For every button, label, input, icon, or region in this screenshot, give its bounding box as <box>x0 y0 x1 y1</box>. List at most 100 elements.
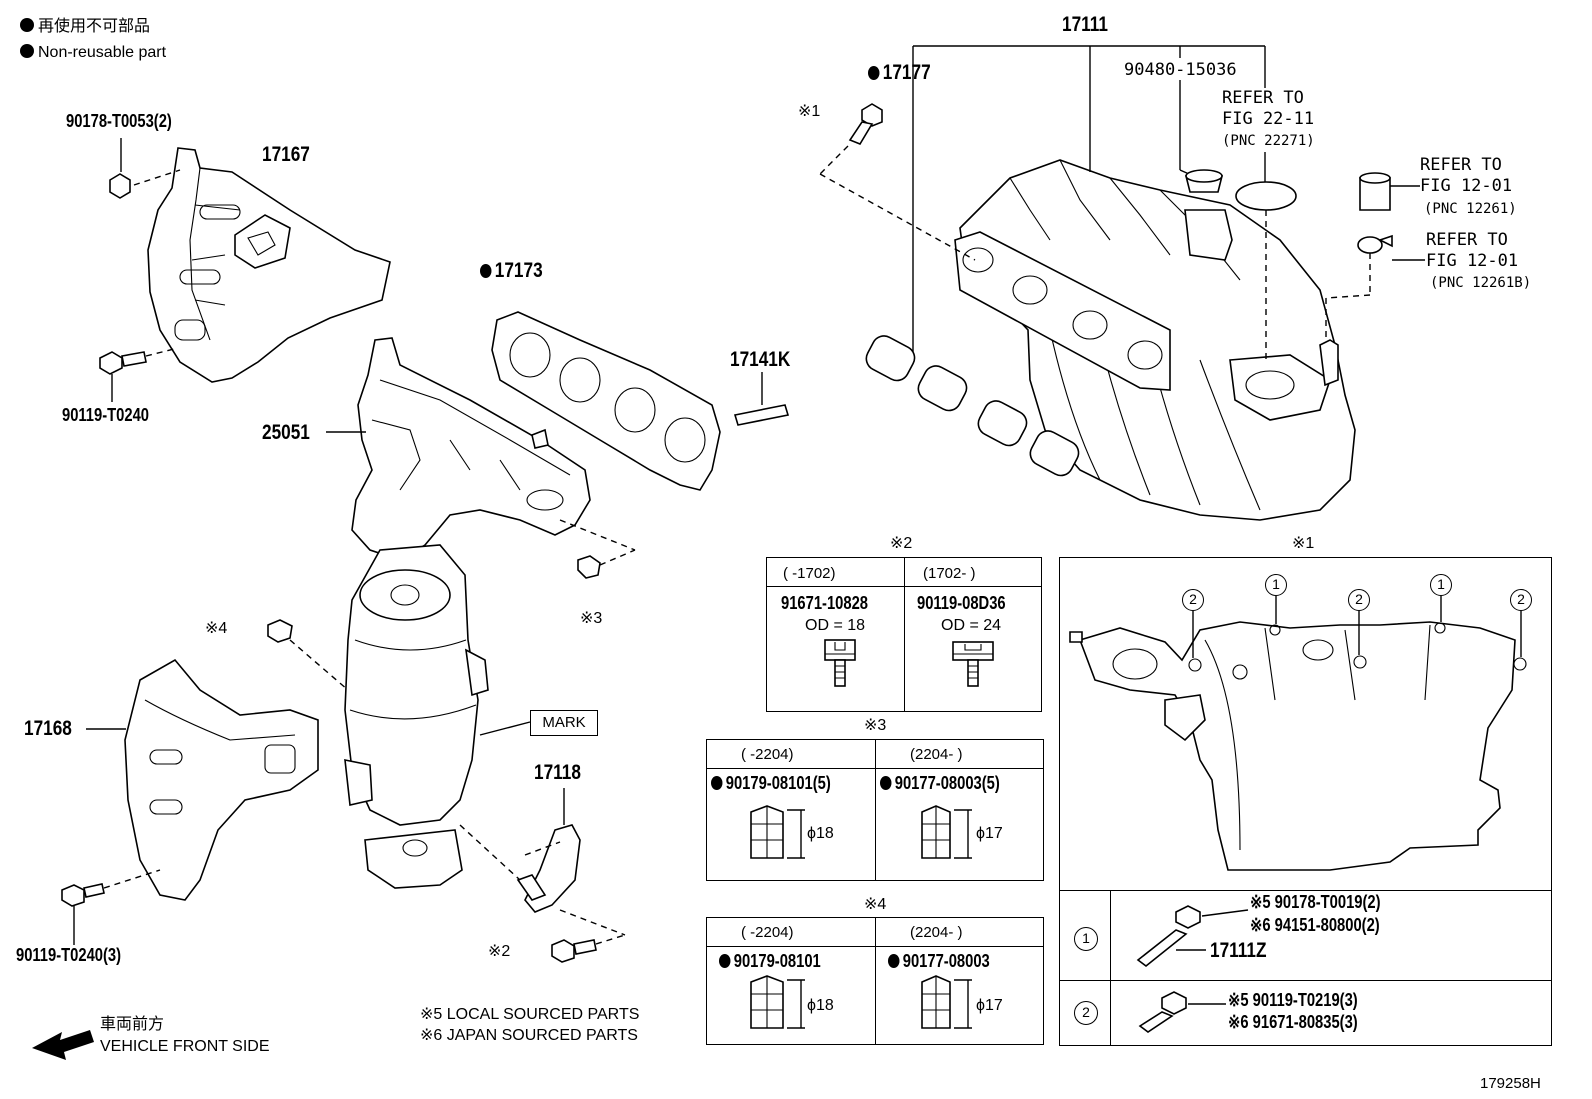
exhaust-gasket <box>491 311 721 491</box>
table4-part-text: 90179-08101 <box>733 951 821 971</box>
table2-od: OD = 24 <box>941 617 1002 634</box>
row1-number: 1 <box>1074 927 1098 951</box>
bolt-ref2 <box>551 909 626 963</box>
bolt-row1 <box>1136 905 1249 968</box>
legend-en-text: Non-reusable part <box>38 44 167 61</box>
bullet-icon <box>719 954 731 968</box>
front-en: VEHICLE FRONT SIDE <box>100 1038 270 1055</box>
table2-range: ( -1702) <box>783 565 836 582</box>
bracket-17118 <box>459 788 581 913</box>
o-ring <box>1235 181 1297 211</box>
table3-col2: (2204- ) 90177-08003(5) ϕ17 <box>876 740 1043 880</box>
bullet-icon <box>711 776 723 790</box>
table1-title: ※1 <box>1292 535 1315 552</box>
row2-number: 2 <box>1074 1001 1098 1025</box>
table4-dia: ϕ18 <box>807 997 834 1014</box>
bolt-90119-lower <box>61 869 161 945</box>
intake-manifold <box>954 159 1356 521</box>
bullet-icon <box>888 954 900 968</box>
clip-12261b <box>1325 234 1425 340</box>
table3-range: (2204- ) <box>910 746 963 763</box>
nut-ref4 <box>267 619 349 691</box>
table2-title: ※2 <box>890 535 913 552</box>
table3-range: ( -2204) <box>741 746 794 763</box>
ref1-label: ※1 <box>798 103 821 120</box>
refer3-line1: REFER TO <box>1426 230 1508 250</box>
bolt-figure <box>824 639 856 687</box>
ref4-label: ※4 <box>205 620 228 637</box>
callout-2: 2 <box>1348 589 1370 611</box>
figure-id: 179258H <box>1480 1075 1541 1092</box>
label-17118: 17118 <box>534 761 581 784</box>
bolt-ref1 <box>819 103 976 261</box>
label-90119-b: 90119-T0240(3) <box>16 945 122 965</box>
bullet-icon <box>880 776 892 790</box>
stud-bolt <box>733 372 790 426</box>
table3: ( -2204) 90179-08101(5) ϕ18 (2204- ) 901… <box>706 739 1044 881</box>
callout-1: 1 <box>1430 574 1452 596</box>
label-17168: 17168 <box>24 717 72 740</box>
note-6: ※6 JAPAN SOURCED PARTS <box>420 1027 638 1044</box>
bolt-row2 <box>1138 991 1226 1033</box>
callout-2: 2 <box>1510 589 1532 611</box>
row1-part-b: ※6 94151-80800(2) <box>1250 915 1380 935</box>
ref2-label: ※2 <box>488 943 511 960</box>
label-17177: 17177 <box>868 62 931 83</box>
bolt-figure <box>952 641 994 687</box>
bullet-icon <box>480 264 492 278</box>
table2-range: (1702- ) <box>923 565 976 582</box>
table4-col2: (2204- ) 90177-08003 ϕ17 <box>876 918 1043 1044</box>
table4-part-text: 90177-08003 <box>902 951 990 971</box>
refer2-line3: (PNC 12261) <box>1424 201 1517 217</box>
bullet-icon <box>868 66 880 80</box>
hose-12261 <box>1359 172 1420 211</box>
refer1-line1: REFER TO <box>1222 88 1304 108</box>
table3-title: ※3 <box>864 717 887 734</box>
label-90178: 90178-T0053(2) <box>66 111 172 131</box>
bolt-90119 <box>99 347 179 402</box>
legend-jp-text: 再使用不可部品 <box>38 18 151 35</box>
label-17167: 17167 <box>262 143 310 166</box>
table2-col1: ( -1702) 91671-10828 OD = 18 <box>767 558 905 711</box>
heat-insulator-lower <box>124 658 319 901</box>
table4-title: ※4 <box>864 896 887 913</box>
table4-range: (2204- ) <box>910 924 963 941</box>
callout-1: 1 <box>1265 574 1287 596</box>
ref3-label: ※3 <box>580 610 603 627</box>
table4-part: 90179-08101 <box>719 952 821 970</box>
table4-range: ( -2204) <box>741 924 794 941</box>
label-17173: 17173 <box>480 260 543 281</box>
table3-dia: ϕ17 <box>976 825 1003 842</box>
row1-part-c: 17111Z <box>1210 939 1267 962</box>
nut-ref3 <box>559 519 636 579</box>
nut-figure <box>921 975 972 1029</box>
table2-od: OD = 18 <box>805 617 866 634</box>
table4-dia: ϕ17 <box>976 997 1003 1014</box>
bullet-icon <box>20 44 34 58</box>
nut-figure <box>750 975 805 1029</box>
refer1-line3: (PNC 22271) <box>1222 133 1315 149</box>
note-5: ※5 LOCAL SOURCED PARTS <box>420 1006 640 1023</box>
exhaust-manifold <box>351 337 591 561</box>
table2: ( -1702) 91671-10828 OD = 18 (1702- ) 90… <box>766 557 1042 712</box>
nut-figure <box>750 805 805 859</box>
table2-part: 91671-10828 <box>781 593 869 613</box>
callout-2: 2 <box>1182 589 1204 611</box>
table3-col1: ( -2204) 90179-08101(5) ϕ18 <box>707 740 876 880</box>
table3-dia: ϕ18 <box>807 825 834 842</box>
label-17141k: 17141K <box>730 348 791 371</box>
label-17177-text: 17177 <box>882 61 931 84</box>
table3-part-text: 90179-08101(5) <box>725 773 831 793</box>
label-90119-a: 90119-T0240 <box>62 405 149 425</box>
refer3-line3: (PNC 12261B) <box>1430 275 1532 291</box>
refer3-line2: FIG 12-01 <box>1426 251 1519 271</box>
table4-part: 90177-08003 <box>888 952 990 970</box>
legend-jp: 再使用不可部品 <box>20 18 150 35</box>
table2-part: 90119-08D36 <box>917 593 1006 613</box>
bullet-icon <box>20 18 34 32</box>
front-arrow <box>32 1030 94 1060</box>
row2-part-a: ※5 90119-T0219(3) <box>1228 990 1358 1010</box>
row2-part-b: ※6 91671-80835(3) <box>1228 1012 1358 1032</box>
